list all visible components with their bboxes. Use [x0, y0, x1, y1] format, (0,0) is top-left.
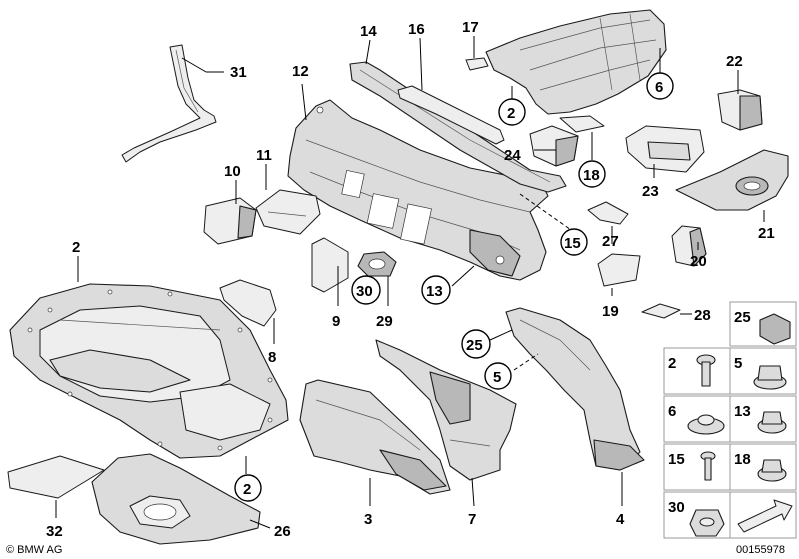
nut-30-icon — [689, 509, 725, 537]
part-3-insulation — [299, 379, 451, 495]
label-12: 12 — [292, 63, 309, 80]
grid-label-30: 30 — [668, 499, 685, 516]
part-18-pad — [559, 115, 605, 133]
label-17: 17 — [462, 19, 479, 36]
label-4: 4 — [616, 511, 625, 528]
part-19-block — [597, 253, 641, 287]
fastener-grid: 25 2 5 6 13 15 18 — [663, 301, 797, 539]
label-29: 29 — [376, 313, 393, 330]
part-27-clip — [587, 201, 629, 225]
label-32: 32 — [46, 523, 63, 540]
part-32-pad — [7, 455, 105, 499]
nut-18-icon — [757, 459, 787, 482]
nut-5-icon — [753, 365, 787, 390]
part-11-block — [255, 189, 321, 235]
label-20: 20 — [690, 253, 707, 270]
label-2-bottom: 2 — [243, 481, 251, 498]
label-19: 19 — [602, 303, 619, 320]
label-16: 16 — [408, 21, 425, 38]
part-29-grommet — [357, 251, 397, 277]
label-31: 31 — [230, 64, 247, 81]
diagram-code: 00155978 — [736, 544, 785, 556]
label-10: 10 — [224, 163, 241, 180]
grommet-25-icon — [759, 313, 791, 345]
part-4-insulation — [505, 307, 645, 471]
part-24-block — [529, 125, 579, 167]
part-17-bracket — [465, 57, 489, 71]
grid-label-13: 13 — [734, 403, 751, 420]
label-26: 26 — [274, 523, 291, 540]
clip-6-icon — [687, 414, 725, 435]
part-6-heat-shield — [485, 9, 667, 115]
label-11: 11 — [256, 147, 272, 164]
label-23: 23 — [642, 183, 659, 200]
nut-13-icon — [757, 411, 787, 434]
part-7-insulation — [375, 339, 517, 481]
label-22: 22 — [726, 53, 743, 70]
part-9-bracket — [311, 237, 349, 293]
label-14: 14 — [360, 23, 377, 40]
rivet-2-icon — [696, 354, 716, 387]
part-8-bracket — [219, 279, 277, 327]
bmw-copyright: © BMW AG — [6, 544, 62, 556]
arrow-icon — [737, 499, 793, 533]
label-21: 21 — [758, 225, 775, 242]
label-18: 18 — [583, 167, 600, 184]
part-22-block — [717, 89, 763, 131]
label-30: 30 — [356, 283, 373, 300]
label-8: 8 — [268, 349, 276, 366]
grid-label-2: 2 — [668, 355, 676, 372]
part-10-block — [203, 197, 257, 245]
part-1-floor-mat — [9, 283, 289, 459]
label-27: 27 — [602, 233, 619, 250]
part-26-tray — [91, 453, 261, 545]
part-16-strip — [397, 85, 505, 145]
part-21-cover — [675, 149, 789, 211]
circled-labels: 2 6 18 15 13 30 25 5 2 — [234, 72, 674, 502]
label-3: 3 — [364, 511, 372, 528]
label-15: 15 — [564, 235, 581, 252]
grid-label-6: 6 — [668, 403, 676, 420]
grid-label-25: 25 — [734, 309, 751, 326]
part-28-clip — [641, 303, 681, 319]
label-1: 2 — [72, 239, 80, 256]
part-labels: 31 12 14 16 17 22 24 23 21 10 11 27 20 1… — [46, 19, 775, 540]
grid-label-5: 5 — [734, 355, 742, 372]
label-7: 7 — [468, 511, 476, 528]
label-24: 24 — [504, 147, 521, 164]
grid-label-18: 18 — [734, 451, 751, 468]
label-2-top: 2 — [507, 105, 515, 122]
label-5: 5 — [493, 369, 501, 386]
label-13: 13 — [426, 283, 443, 300]
label-28: 28 — [694, 307, 711, 324]
part-31-bracket — [121, 44, 217, 163]
leader-lines — [55, 36, 765, 529]
circle-2-top — [498, 98, 526, 126]
part-23-pad — [625, 125, 705, 173]
part-12-bulkhead — [287, 99, 549, 281]
screw-15-icon — [700, 451, 716, 481]
label-6: 6 — [655, 79, 663, 96]
label-25: 25 — [466, 337, 483, 354]
label-9: 9 — [332, 313, 340, 330]
grid-label-15: 15 — [668, 451, 685, 468]
